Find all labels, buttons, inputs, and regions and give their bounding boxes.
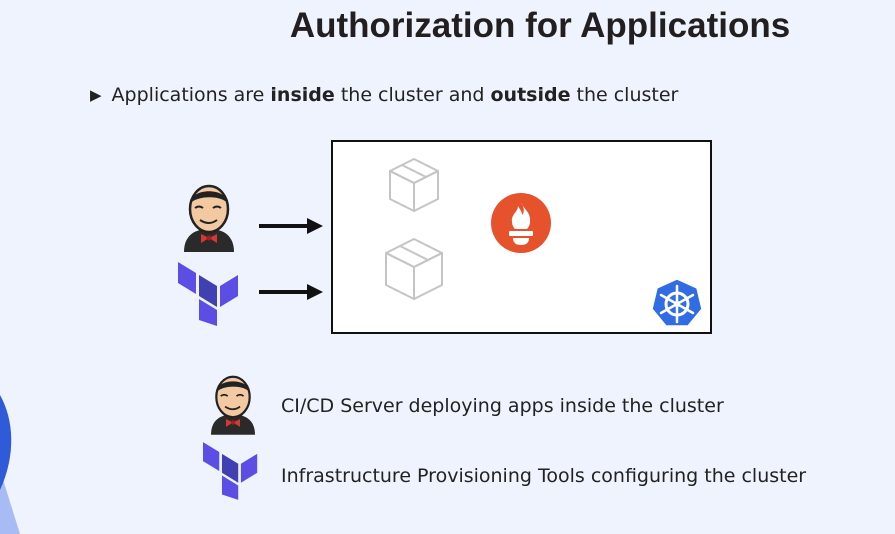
jenkins-icon [184,184,234,252]
jenkins-icon [211,375,255,435]
bullet-bold-inside: inside [270,84,335,106]
kubernetes-icon [651,278,703,327]
bullet-middle: the cluster and [334,84,491,106]
arrow-right-icon [259,218,323,234]
box-icon [385,238,443,300]
bullet-suffix: the cluster [570,84,679,106]
legend-jenkins-text: CI/CD Server deploying apps inside the c… [281,395,724,417]
bullet-point: ▶ Applications are inside the cluster and… [90,84,678,106]
legend-terraform-text: Infrastructure Provisioning Tools config… [281,465,807,487]
prometheus-icon [491,193,551,253]
terraform-icon [178,262,238,326]
box-icon [389,158,439,212]
triangle-bullet-icon: ▶ [90,86,102,104]
page-title: Authorization for Applications [289,6,791,45]
bullet-prefix: Applications are [111,84,271,106]
arrow-right-icon [259,284,323,300]
bullet-bold-outside: outside [490,84,571,106]
terraform-icon [203,442,258,500]
